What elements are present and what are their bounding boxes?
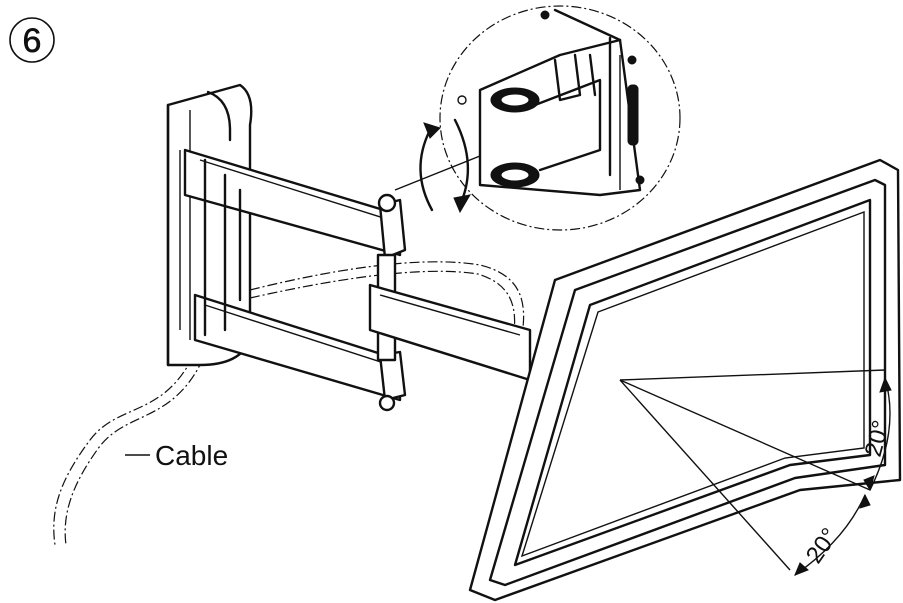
step-number-badge: 6 [9, 17, 55, 63]
cable-label-group: Cable [125, 440, 228, 471]
detail-callout [394, 5, 681, 231]
angle-lines [619, 369, 892, 576]
arm-frame [203, 158, 242, 337]
step-number: 6 [23, 22, 42, 60]
upper-arm [183, 148, 407, 260]
angle-label-lower: 20° [801, 523, 844, 568]
cable-line [53, 261, 525, 546]
monitor [468, 158, 902, 602]
cable-label: Cable [155, 440, 228, 471]
lower-arm [193, 293, 407, 412]
